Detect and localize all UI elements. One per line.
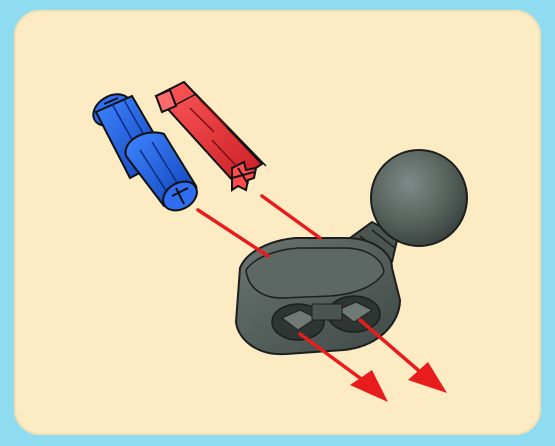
beam-body xyxy=(236,238,400,354)
arrow-red-to-beam xyxy=(262,196,320,238)
ball-sphere xyxy=(371,150,467,246)
ball-joint-beam xyxy=(236,150,467,354)
arrow-blue-to-beam xyxy=(198,210,268,256)
